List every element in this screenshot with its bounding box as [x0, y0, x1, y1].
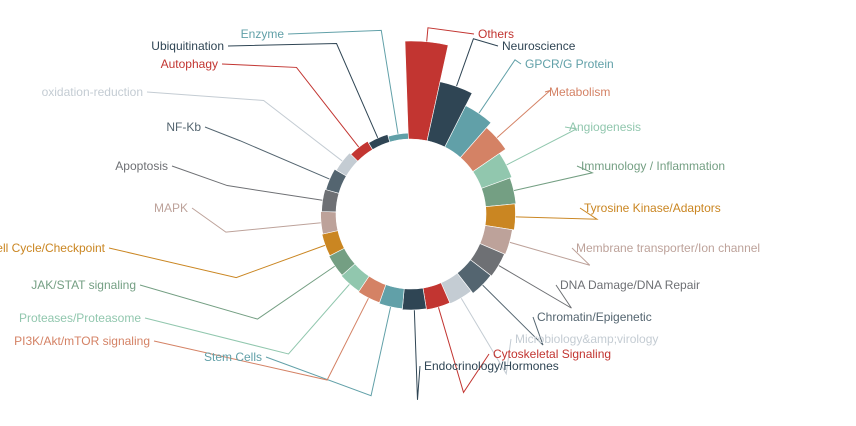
slice-label-oxidation-reduction: oxidation-reduction [42, 85, 143, 99]
slice-label-tyrosine-kinase-adaptors: Tyrosine Kinase/Adaptors [584, 201, 721, 215]
slice-label-dna-damage-dna-repair: DNA Damage/DNA Repair [560, 278, 700, 292]
leader-lines [108, 27, 599, 400]
slice-dna-damage-dna-repair[interactable] [470, 243, 505, 277]
slice-label-apoptosis: Apoptosis [115, 159, 168, 173]
slice-label-jak-stat-signaling: JAK/STAT signaling [31, 278, 136, 292]
slice-label-angiogenesis: Angiogenesis [569, 120, 641, 134]
slice-neuroscience[interactable] [426, 81, 473, 148]
slice-microbiologyandvirology[interactable] [440, 272, 472, 305]
leader-line-neuroscience [454, 38, 499, 91]
leader-line-membrane-transporter-ion-channel [505, 240, 591, 266]
leader-line-pi3k-akt-mtor-signaling [153, 294, 371, 381]
slice-autophagy[interactable] [350, 140, 374, 162]
slice-label-stem-cells: Stem Cells [204, 350, 262, 364]
slice-proteases-proteasome[interactable] [340, 263, 370, 292]
leader-line-others [425, 27, 475, 46]
slice-label-chromatin-epigenetic: Chromatin/Epigenetic [537, 310, 652, 324]
slice-oxidation-reduction[interactable] [335, 152, 359, 177]
slice-label-autophagy: Autophagy [161, 57, 218, 71]
slice-label-pi3k-akt-mtor-signaling: PI3K/Akt/mTOR signaling [14, 334, 150, 348]
slice-metabolism[interactable] [459, 127, 507, 173]
leader-line-microbiologyandvirology [458, 294, 512, 376]
leader-line-stem-cells [265, 302, 392, 397]
slice-stem-cells[interactable] [378, 284, 405, 310]
slice-label-neuroscience: Neuroscience [502, 39, 576, 53]
slice-label-enzyme: Enzyme [241, 27, 285, 41]
slice-label-microbiologyandvirology: Microbiology&amp;virology [515, 332, 658, 346]
leader-line-dna-damage-dna-repair [494, 262, 572, 309]
slice-apoptosis[interactable] [321, 188, 340, 213]
leader-line-cytoskeletal-signaling [436, 303, 490, 394]
slice-label-nf-kb: NF-Kb [166, 120, 201, 134]
leader-line-oxidation-reduction [146, 91, 346, 164]
leader-line-cell-cycle-checkpoint [108, 243, 330, 279]
slice-angiogenesis[interactable] [472, 152, 513, 189]
leader-line-proteases-proteasome [144, 280, 353, 355]
slice-endocrinology-hormones[interactable] [401, 287, 427, 311]
leader-line-enzyme [287, 29, 400, 139]
slice-ubiquitination[interactable] [368, 134, 391, 150]
leader-line-immunology-inflammation [509, 165, 594, 193]
slice-cell-cycle-checkpoint[interactable] [321, 230, 345, 257]
leader-line-gpcr-g-protein [476, 59, 522, 117]
slices [320, 40, 517, 311]
slice-label-cytoskeletal-signaling: Cytoskeletal Signaling [493, 347, 611, 361]
slice-tyrosine-kinase-adaptors[interactable] [484, 203, 516, 231]
slice-immunology-inflammation[interactable] [481, 177, 517, 208]
leader-line-tyrosine-kinase-adaptors [511, 207, 599, 220]
slice-label-membrane-transporter-ion-channel: Membrane transporter/Ion channel [576, 241, 760, 255]
slice-label-immunology-inflammation: Immunology / Inflammation [581, 159, 725, 173]
slice-label-metabolism: Metabolism [549, 85, 610, 99]
slice-others[interactable] [404, 40, 449, 142]
slice-mapk[interactable] [320, 211, 339, 235]
slice-label-proteases-proteasome: Proteases/Proteasome [19, 311, 141, 325]
slice-label-others: Others [478, 27, 514, 41]
leader-line-endocrinology-hormones [413, 305, 421, 400]
slice-label-ubiquitination: Ubiquitination [151, 39, 224, 53]
leader-line-metabolism [493, 90, 551, 141]
leader-line-angiogenesis [502, 126, 578, 168]
slice-nf-kb[interactable] [325, 168, 347, 194]
slice-pi3k-akt-mtor-signaling[interactable] [357, 275, 387, 304]
slice-label-mapk: MAPK [154, 201, 188, 215]
leader-line-apoptosis [171, 165, 327, 202]
slice-label-gpcr-g-protein: GPCR/G Protein [525, 57, 614, 71]
slice-cytoskeletal-signaling[interactable] [422, 282, 451, 311]
slice-membrane-transporter-ion-channel[interactable] [479, 225, 513, 255]
leader-line-jak-stat-signaling [139, 263, 339, 320]
leader-line-chromatin-epigenetic [479, 281, 544, 346]
leader-line-mapk [191, 207, 326, 233]
slice-enzyme[interactable] [387, 132, 409, 143]
leader-line-ubiquitination [227, 43, 380, 142]
slice-gpcr-g-protein[interactable] [444, 105, 492, 158]
slice-label-cell-cycle-checkpoint: Cell Cycle/Checkpoint [0, 241, 106, 255]
slice-label-endocrinology-hormones: Endocrinology/Hormones [424, 359, 559, 373]
leader-line-nf-kb [204, 126, 334, 182]
slice-chromatin-epigenetic[interactable] [456, 259, 492, 294]
slice-jak-stat-signaling[interactable] [328, 247, 356, 276]
leader-line-autophagy [221, 63, 362, 151]
